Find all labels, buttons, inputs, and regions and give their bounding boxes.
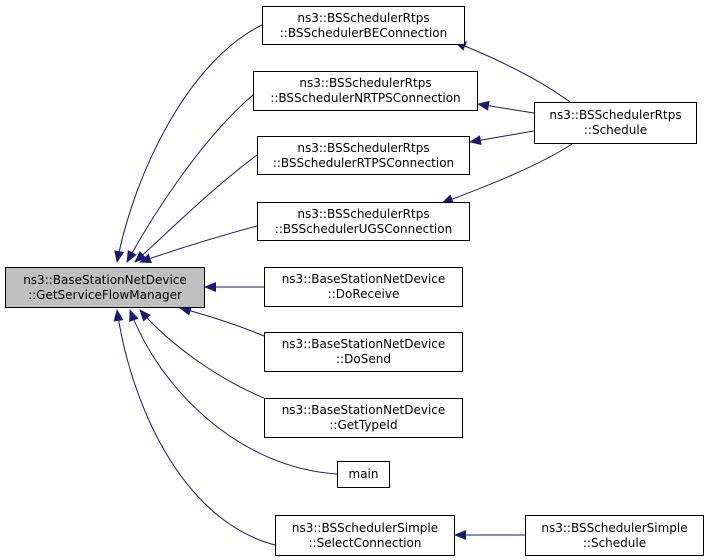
node-label-line1: ns3::BaseStationNetDevice: [281, 272, 446, 286]
node-label-line2: ::SelectConnection: [308, 535, 422, 550]
node-label-line1: ns3::BaseStationNetDevice: [23, 272, 187, 287]
node-label-line2: ::DoSend: [336, 352, 391, 366]
node-label-line2: ::BSSchedulerBEConnection: [279, 25, 448, 40]
node-label-line2: ::BSSchedulerUGSConnection: [274, 221, 453, 236]
node-bs-scheduler-ugs-connection[interactable]: ns3::BSSchedulerRtps ::BSSchedulerUGSCon…: [257, 202, 470, 241]
node-label-line1: ns3::BSSchedulerRtps: [297, 10, 430, 25]
node-label-line1: ns3::BSSchedulerRtps: [297, 206, 430, 221]
edge-schedule-to-ugs: [441, 143, 573, 204]
node-get-type-id[interactable]: ns3::BaseStationNetDevice ::GetTypeId: [264, 398, 463, 438]
edge-ugs-to-focus: [139, 225, 258, 264]
node-label-line1: ns3::BSSchedulerRtps: [297, 140, 430, 155]
edge-schedule-to-nrtps: [477, 100, 535, 114]
node-label-line2: ::Schedule: [583, 123, 648, 137]
node-label-line2: ::BSSchedulerRTPSConnection: [272, 155, 455, 170]
node-label-line1: main: [348, 467, 379, 481]
node-label-line1: ns3::BSSchedulerRtps: [299, 76, 432, 90]
node-label-line2: ::Schedule: [582, 535, 647, 550]
node-label-line1: ns3::BaseStationNetDevice: [281, 403, 446, 417]
node-bs-scheduler-simple-schedule[interactable]: ns3::BSSchedulerSimple ::Schedule: [525, 515, 704, 556]
edge-schedule-to-rtps: [469, 130, 535, 146]
node-label-line2: ::GetTypeId: [329, 418, 398, 432]
edge-schedule-to-be: [454, 41, 571, 103]
node-do-send[interactable]: ns3::BaseStationNetDevice ::DoSend: [264, 332, 463, 372]
node-bs-scheduler-be-connection[interactable]: ns3::BSSchedulerRtps ::BSSchedulerBEConn…: [262, 6, 465, 45]
node-bs-scheduler-rtps-schedule[interactable]: ns3::BSSchedulerRtps ::Schedule: [534, 102, 697, 144]
node-label-line1: ns3::BSSchedulerSimple: [291, 520, 439, 535]
node-select-connection[interactable]: ns3::BSSchedulerSimple ::SelectConnectio…: [275, 515, 455, 556]
node-get-service-flow-manager[interactable]: ns3::BaseStationNetDevice ::GetServiceFl…: [5, 267, 205, 308]
edge-be-to-focus: [114, 24, 263, 263]
edge-selectconn-to-focus: [113, 309, 276, 546]
node-label-line2: ::BSSchedulerNRTPSConnection: [270, 91, 461, 105]
edge-rtps-to-focus: [134, 154, 258, 263]
node-label-line1: ns3::BSSchedulerSimple: [541, 520, 688, 535]
node-bs-scheduler-nrtps-connection[interactable]: ns3::BSSchedulerRtps ::BSSchedulerNRTPSC…: [253, 71, 478, 111]
edge-dosend-to-focus: [179, 306, 265, 337]
node-main[interactable]: main: [337, 461, 390, 488]
node-label-line2: ::GetServiceFlowManager: [28, 287, 182, 302]
node-bs-scheduler-rtps-connection[interactable]: ns3::BSSchedulerRtps ::BSSchedulerRTPSCo…: [257, 136, 470, 175]
edge-main-to-focus: [129, 309, 338, 475]
node-label-line1: ns3::BSSchedulerRtps: [549, 108, 682, 122]
node-label-line2: ::DoReceive: [327, 287, 400, 301]
node-do-receive[interactable]: ns3::BaseStationNetDevice ::DoReceive: [264, 267, 463, 307]
edge-nrtps-to-focus: [126, 94, 254, 263]
edge-gettypeid-to-focus: [139, 309, 265, 399]
node-label-line1: ns3::BaseStationNetDevice: [281, 337, 446, 351]
